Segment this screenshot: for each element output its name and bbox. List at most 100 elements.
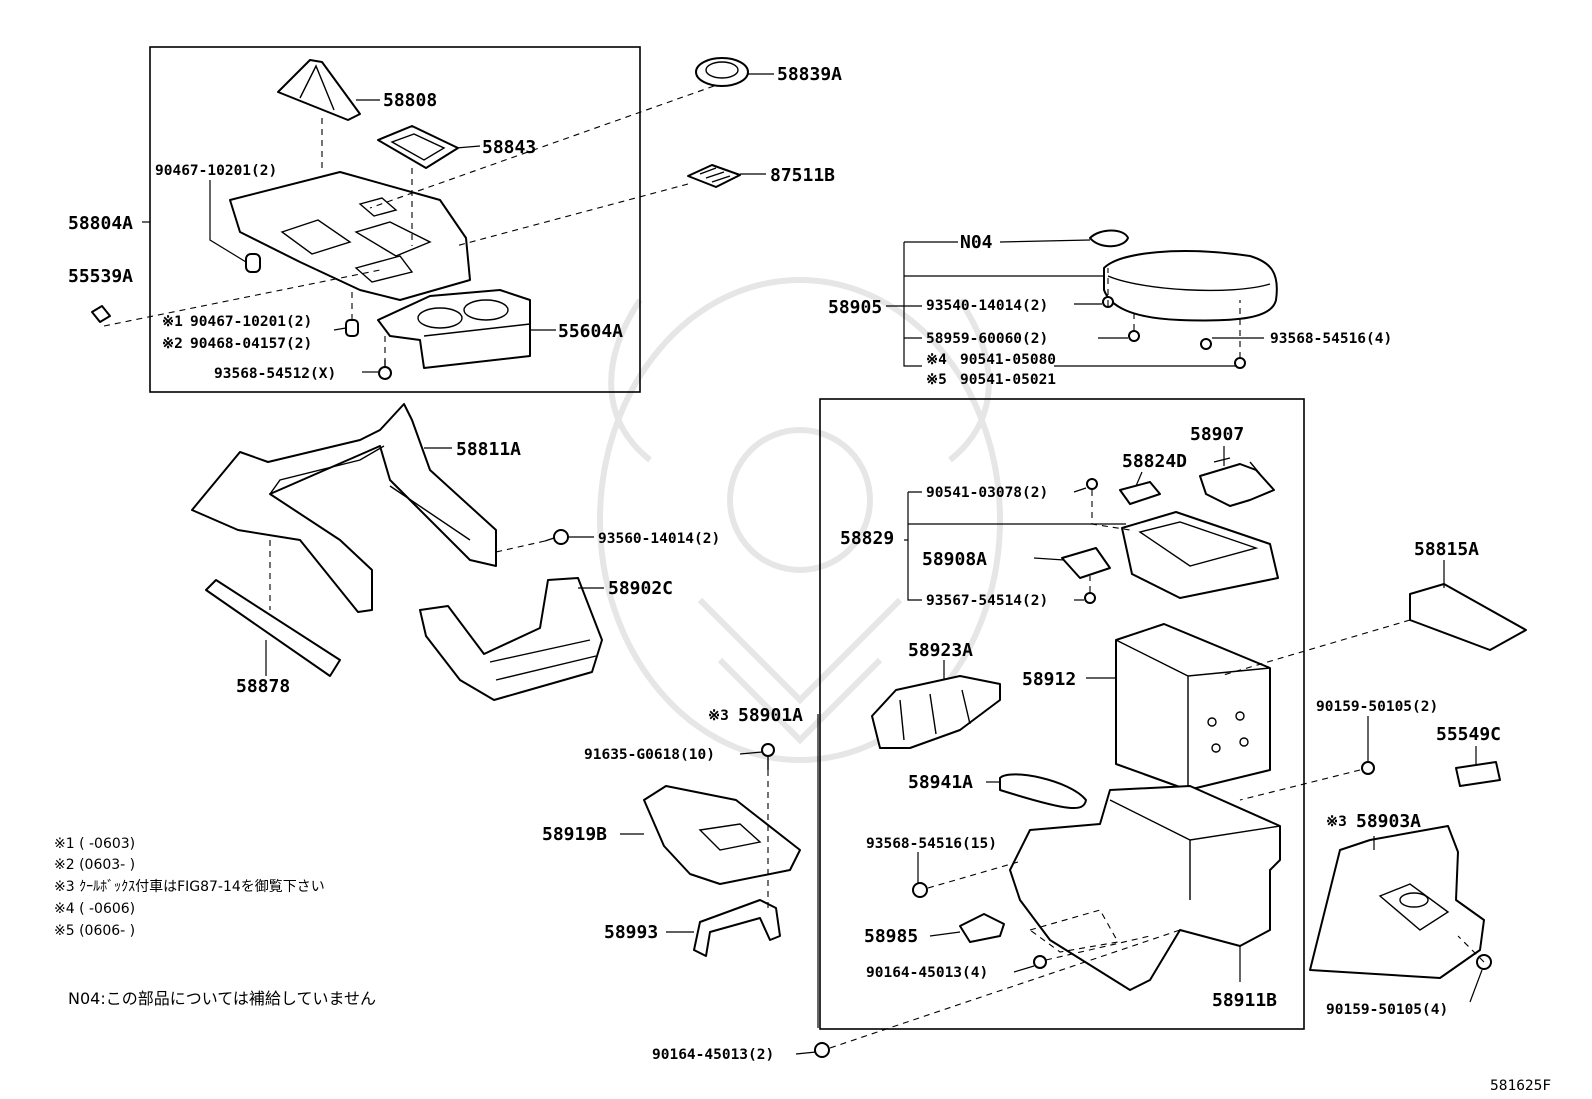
screw-90159-50105-2-part bbox=[1361, 761, 1375, 775]
label-58912: 58912 bbox=[1022, 669, 1076, 690]
trim-strip-58878-part bbox=[205, 579, 341, 677]
note-5: ※5 (0606- ) bbox=[54, 923, 135, 939]
upper-console-group-frame bbox=[149, 46, 641, 393]
label-93568-54512: 93568-54512(X) bbox=[214, 366, 336, 382]
mark-2: ※2 bbox=[162, 336, 183, 352]
diagram-id: 581625F bbox=[1490, 1078, 1551, 1094]
screw-91635-g0618-part bbox=[761, 743, 775, 770]
lower-console-58911b-part bbox=[1009, 785, 1281, 991]
label-90159-50105-4: 90159-50105(4) bbox=[1326, 1002, 1448, 1018]
label-58941a: 58941A bbox=[908, 772, 973, 793]
label-58811a: 58811A bbox=[456, 439, 521, 460]
label-58878: 58878 bbox=[236, 676, 290, 697]
label-87511b: 87511B bbox=[770, 165, 835, 186]
label-58808: 58808 bbox=[383, 90, 437, 111]
label-90541-05021: 90541-05021 bbox=[960, 372, 1056, 388]
inner-tray-58829-part bbox=[1121, 511, 1279, 599]
shift-boot-part bbox=[277, 59, 361, 121]
cap-55549c-part bbox=[1455, 761, 1501, 787]
mark-4: ※4 bbox=[926, 352, 947, 368]
console-box-58912-part bbox=[1115, 623, 1271, 791]
label-90159-50105-2: 90159-50105(2) bbox=[1316, 699, 1438, 715]
label-58905: 58905 bbox=[828, 297, 882, 318]
note-4: ※4 ( -0606) bbox=[54, 901, 135, 917]
pad-58815a-part bbox=[1409, 583, 1527, 651]
note-3: ※3 ｸｰﾙﾎﾞｯｸｽ付車はFIG87-14を御覧下さい bbox=[54, 878, 325, 895]
label-93568-54516-15: 93568-54516(15) bbox=[866, 836, 997, 852]
label-58815a: 58815A bbox=[1414, 539, 1479, 560]
clip-55539a-part bbox=[91, 305, 111, 323]
bracket-58993-part bbox=[693, 899, 781, 957]
label-58839a: 58839A bbox=[777, 64, 842, 85]
label-93568-54516-4: 93568-54516(4) bbox=[1270, 331, 1392, 347]
mark-5: ※5 bbox=[926, 372, 947, 388]
screw-93568-54512-part bbox=[378, 360, 392, 380]
rear-panel-58903a-part bbox=[1309, 825, 1485, 979]
label-58993: 58993 bbox=[604, 922, 658, 943]
label-58843: 58843 bbox=[482, 137, 536, 158]
label-58902c: 58902C bbox=[608, 578, 673, 599]
armrest-lid-part bbox=[1103, 250, 1278, 322]
pad-58941a-part bbox=[999, 773, 1087, 809]
upper-console-panel-part bbox=[229, 171, 471, 301]
screw-93567-54514-part bbox=[1084, 592, 1096, 604]
label-93540-14014: 93540-14014(2) bbox=[926, 298, 1048, 314]
label-58824d: 58824D bbox=[1122, 451, 1187, 472]
lid-screws-part bbox=[1102, 296, 1246, 369]
console-side-frame-58811a-part bbox=[191, 403, 497, 613]
label-90467-10201: 90467-10201(2) bbox=[155, 163, 277, 179]
screw-93568-54516-15-part bbox=[912, 882, 928, 898]
label-58923a: 58923A bbox=[908, 640, 973, 661]
cap-58839a-part bbox=[695, 57, 749, 87]
clip-58985-part bbox=[959, 913, 1005, 943]
label-55539a: 55539A bbox=[68, 266, 133, 287]
label-93560-14014: 93560-14014(2) bbox=[598, 531, 720, 547]
label-55549c: 55549C bbox=[1436, 724, 1501, 745]
label-58985: 58985 bbox=[864, 926, 918, 947]
knob-n04-part bbox=[1089, 229, 1129, 248]
latch-plate-58908a-part bbox=[1061, 547, 1111, 579]
note-1: ※1 ( -0603) bbox=[54, 836, 135, 852]
bracket-58919b-part bbox=[643, 785, 801, 885]
watermark-emblem bbox=[597, 277, 1003, 763]
screw-90541-03078-part bbox=[1086, 478, 1098, 490]
label-58908a: 58908A bbox=[922, 549, 987, 570]
mark-1: ※1 bbox=[162, 314, 183, 330]
label-n04: N04 bbox=[960, 232, 993, 253]
hinge-58907-part bbox=[1199, 457, 1275, 507]
label-90541-05080: 90541-05080 bbox=[960, 352, 1056, 368]
label-58903a: 58903A bbox=[1356, 811, 1421, 832]
label-58911b: 58911B bbox=[1212, 990, 1277, 1011]
label-58804a: 58804A bbox=[68, 213, 133, 234]
label-58829: 58829 bbox=[840, 528, 894, 549]
note-2: ※2 (0603- ) bbox=[54, 857, 135, 873]
label-90541-03078: 90541-03078(2) bbox=[926, 485, 1048, 501]
screw-90164-45013-2-part bbox=[814, 1042, 830, 1058]
screw-90164-45013-4-part bbox=[1033, 955, 1047, 969]
label-93567-54514: 93567-54514(2) bbox=[926, 593, 1048, 609]
leader-lines bbox=[142, 73, 1483, 1055]
label-90164-45013-4: 90164-45013(4) bbox=[866, 965, 988, 981]
mark-3-b: ※3 bbox=[1326, 814, 1347, 830]
label-91635-g0618: 91635-G0618(10) bbox=[584, 747, 715, 763]
assembly-lines bbox=[103, 85, 1485, 1049]
mark-3-a: ※3 bbox=[708, 708, 729, 724]
label-58901a: 58901A bbox=[738, 705, 803, 726]
label-90164-45013-2: 90164-45013(2) bbox=[652, 1047, 774, 1063]
note-n04: N04:この部品については補給していません bbox=[68, 989, 376, 1008]
label-90467-10201-n1: 90467-10201(2) bbox=[190, 314, 312, 330]
latch-58824d-part bbox=[1119, 481, 1161, 505]
plate-87511b-part bbox=[687, 164, 741, 188]
screw-93560-14014-part bbox=[544, 529, 569, 545]
cup-holder-55604a-part bbox=[377, 289, 531, 369]
bracket-58902c-part bbox=[419, 577, 603, 701]
label-58907: 58907 bbox=[1190, 424, 1244, 445]
label-90468-04157: 90468-04157(2) bbox=[190, 336, 312, 352]
label-58919b: 58919B bbox=[542, 824, 607, 845]
bezel-58843-part bbox=[377, 125, 459, 169]
label-58959-60060: 58959-60060(2) bbox=[926, 331, 1048, 347]
console-box-group-frame bbox=[819, 398, 1305, 1030]
clip-90467-part bbox=[245, 253, 359, 337]
insulator-58923a-part bbox=[871, 675, 1001, 749]
